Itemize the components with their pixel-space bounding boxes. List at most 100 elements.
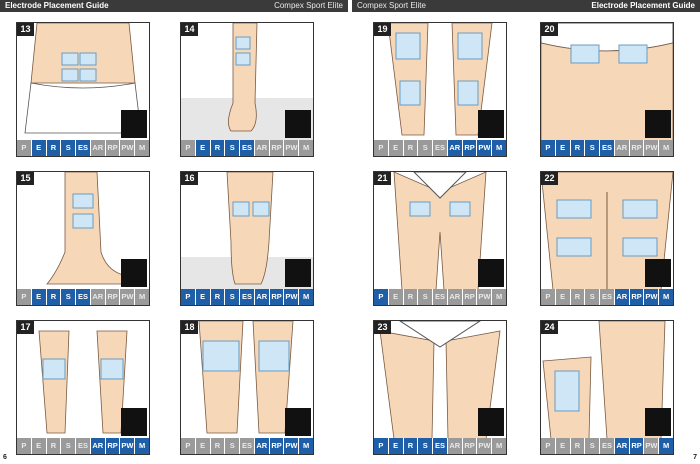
program-mode-pw: PW (644, 140, 660, 156)
program-mode-e: E (195, 140, 211, 156)
program-mode-es: ES (240, 140, 255, 156)
program-mode-ar: AR (254, 140, 270, 156)
program-mode-e: E (388, 438, 404, 454)
panel-number: 23 (374, 321, 391, 334)
program-mode-r: R (210, 438, 226, 454)
page-number: 7 (693, 454, 697, 461)
program-mode-s: S (585, 289, 601, 305)
program-mode-es: ES (76, 289, 91, 305)
program-mode-e: E (388, 289, 404, 305)
program-mode-ar: AR (90, 140, 106, 156)
program-mode-es: ES (600, 289, 615, 305)
panel-number: 17 (17, 321, 34, 334)
panel-number: 21 (374, 172, 391, 185)
panel-number: 18 (181, 321, 198, 334)
placement-illustration (46, 172, 128, 285)
program-mode-r: R (570, 438, 586, 454)
program-mode-s: S (61, 140, 77, 156)
program-mode-s: S (225, 140, 241, 156)
program-mode-es: ES (240, 438, 255, 454)
program-mode-ar: AR (90, 438, 106, 454)
header-title: Electrode Placement Guide (591, 1, 695, 10)
page-number: 6 (3, 454, 7, 461)
program-mode-m: M (135, 140, 149, 156)
program-mode-e: E (31, 289, 47, 305)
pose-icon (121, 259, 147, 287)
program-mode-e: E (555, 438, 571, 454)
program-mode-r: R (210, 289, 226, 305)
program-mode-rp: RP (462, 140, 478, 156)
program-mode-rp: RP (105, 289, 121, 305)
program-mode-p: P (181, 140, 196, 156)
program-mode-rp: RP (269, 140, 285, 156)
panel-number: 22 (541, 172, 558, 185)
program-mode-s: S (585, 140, 601, 156)
program-mode-m: M (659, 438, 673, 454)
program-mode-pw: PW (120, 289, 136, 305)
program-mode-p: P (374, 289, 389, 305)
program-mode-rp: RP (629, 289, 645, 305)
program-mode-pw: PW (477, 438, 493, 454)
program-mode-ar: AR (447, 289, 463, 305)
program-mode-e: E (31, 140, 47, 156)
program-mode-rp: RP (269, 438, 285, 454)
program-mode-pw: PW (120, 438, 136, 454)
program-mode-m: M (299, 438, 313, 454)
program-mode-e: E (555, 140, 571, 156)
program-mode-rp: RP (105, 438, 121, 454)
program-mode-ar: AR (614, 438, 630, 454)
program-mode-p: P (374, 438, 389, 454)
program-mode-r: R (403, 140, 419, 156)
program-mode-es: ES (240, 289, 255, 305)
program-mode-s: S (418, 438, 434, 454)
placement-illustration (17, 23, 149, 141)
placement-illustration (387, 23, 493, 136)
program-mode-s: S (418, 140, 434, 156)
program-mode-es: ES (433, 140, 448, 156)
program-mode-r: R (403, 289, 419, 305)
program-mode-m: M (492, 289, 506, 305)
program-mode-r: R (570, 140, 586, 156)
program-mode-p: P (374, 140, 389, 156)
pose-icon (645, 110, 671, 138)
program-mode-pw: PW (644, 438, 660, 454)
program-mode-pw: PW (477, 289, 493, 305)
panel-number: 13 (17, 23, 34, 36)
program-mode-pw: PW (477, 140, 493, 156)
header-title: Electrode Placement Guide (5, 1, 109, 10)
program-mode-p: P (541, 289, 556, 305)
pose-icon (121, 110, 147, 138)
program-mode-rp: RP (629, 140, 645, 156)
right-page: Compex Sport Elite Electrode Placement G… (352, 0, 700, 464)
program-mode-m: M (659, 140, 673, 156)
pose-icon (285, 110, 311, 138)
program-mode-es: ES (433, 438, 448, 454)
left-page: Electrode Placement Guide Compex Sport E… (0, 0, 348, 464)
program-mode-ar: AR (447, 438, 463, 454)
program-mode-p: P (17, 438, 32, 454)
program-mode-m: M (299, 140, 313, 156)
program-mode-r: R (210, 140, 226, 156)
pose-icon (285, 408, 311, 436)
panel-number: 14 (181, 23, 198, 36)
pose-icon (645, 259, 671, 287)
panel-number: 20 (541, 23, 558, 36)
panel-number: 16 (181, 172, 198, 185)
program-mode-p: P (181, 289, 196, 305)
